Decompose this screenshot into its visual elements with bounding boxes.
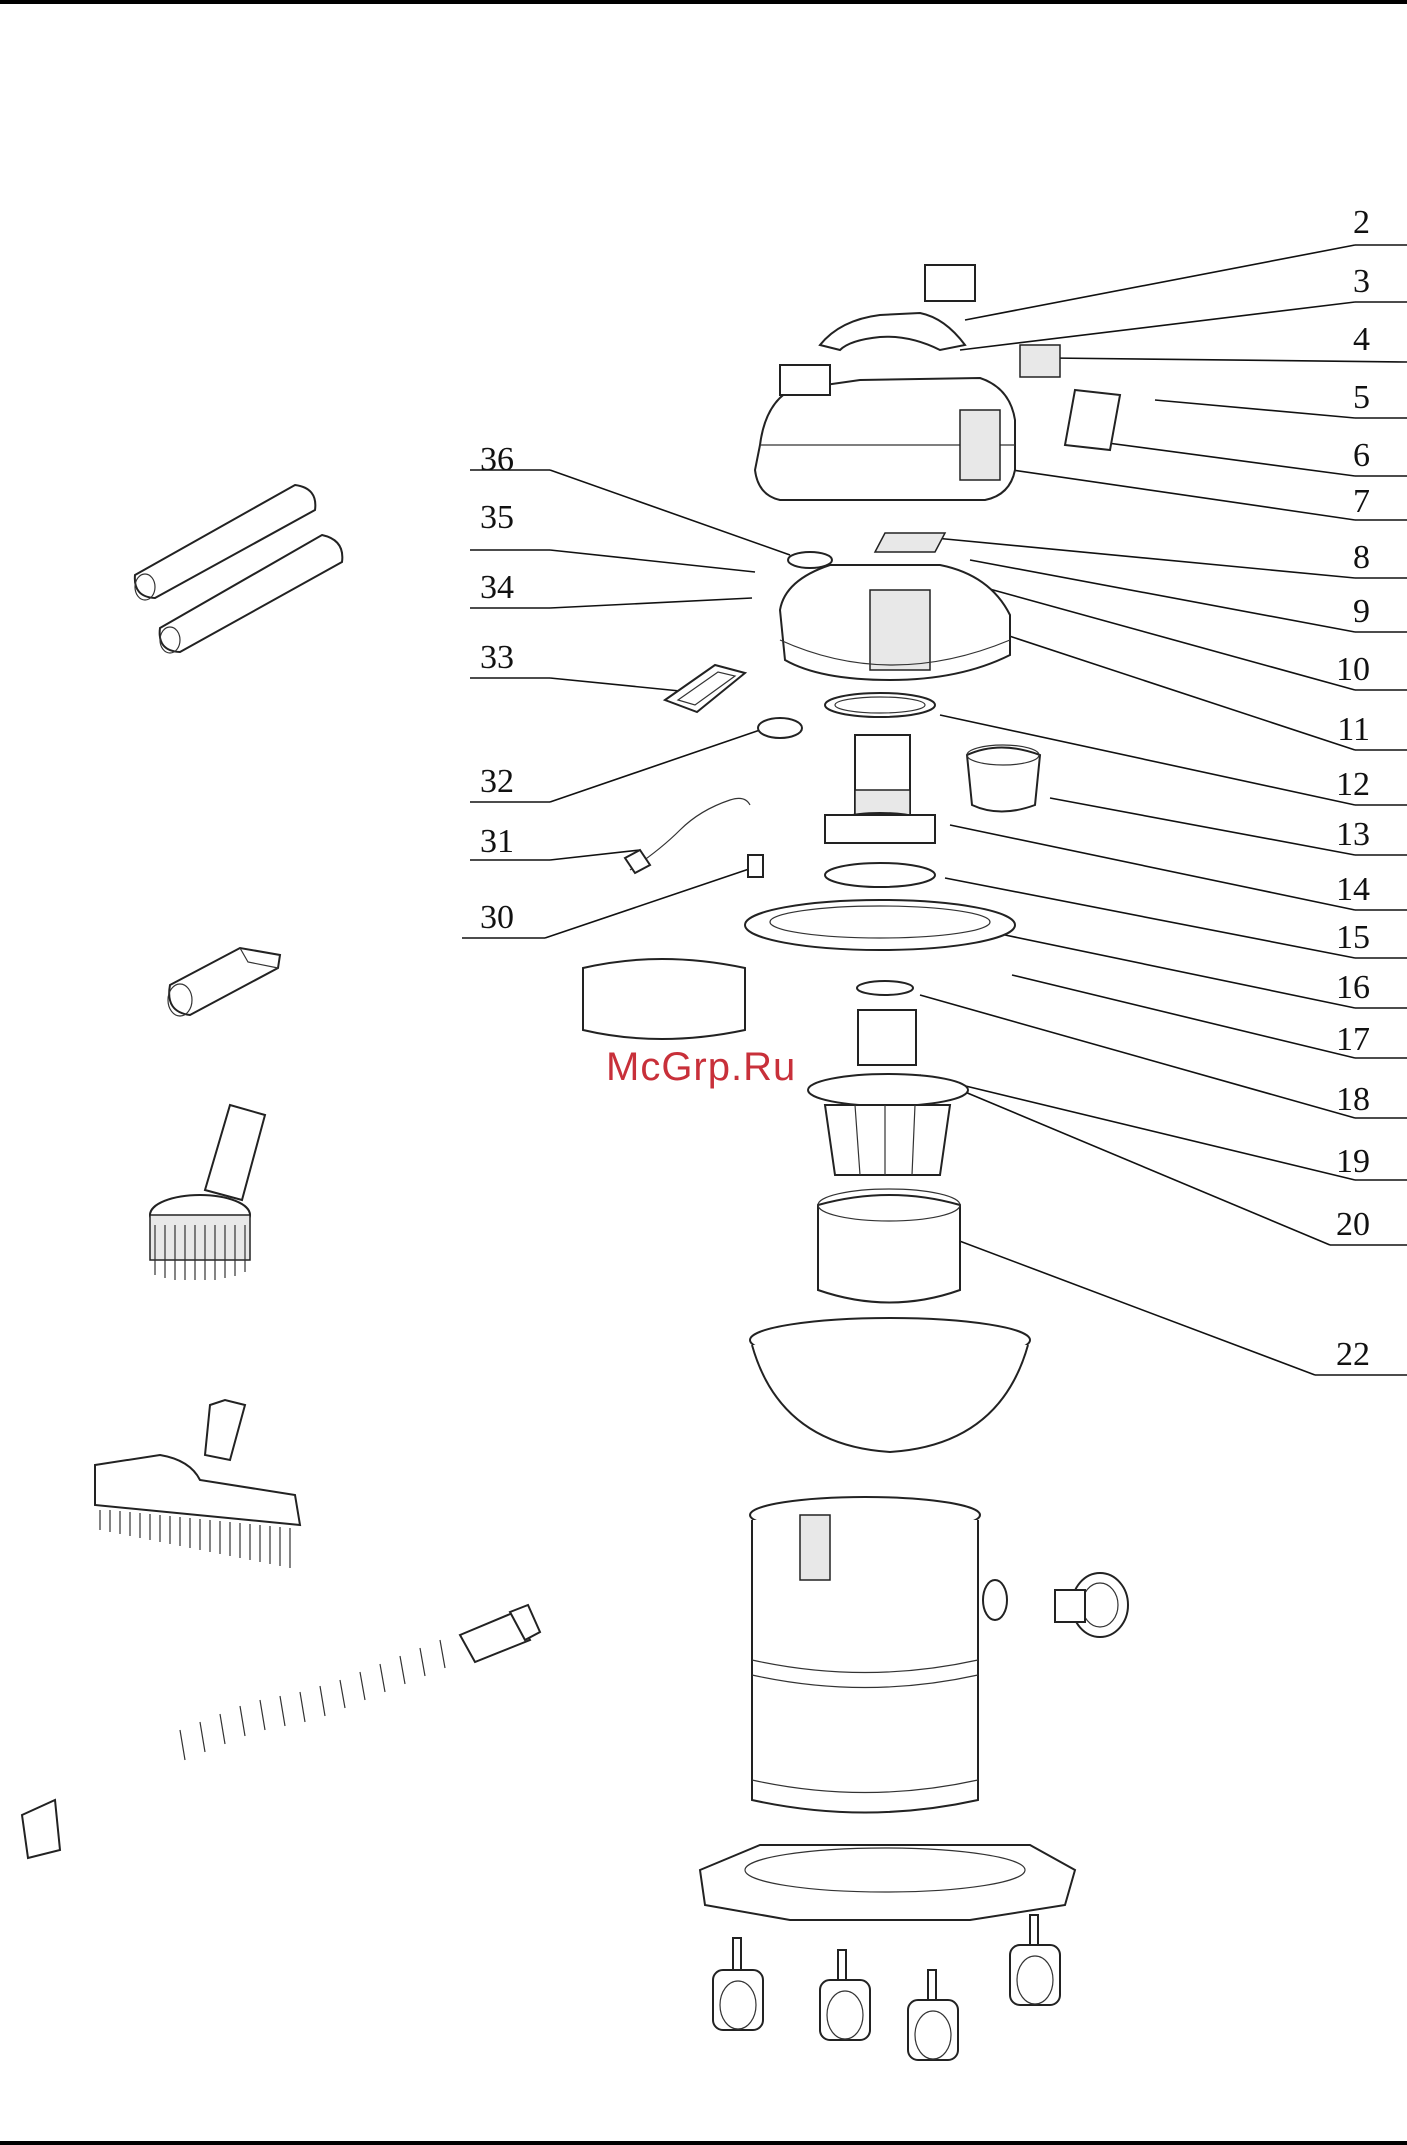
svg-text:3: 3 [1353,263,1370,300]
gasket-15-icon [825,863,935,887]
svg-text:14: 14 [1336,871,1370,908]
power-cord-icon [625,798,750,873]
clip-30-icon [748,855,763,877]
floor-brush-icon [95,1400,300,1568]
svg-text:19: 19 [1336,1143,1370,1180]
top-cover-icon [755,365,1015,500]
svg-text:32: 32 [480,763,514,800]
callout-label-35[interactable]: 35 [470,499,755,572]
svg-text:11: 11 [1337,711,1370,748]
svg-text:30: 30 [480,899,514,936]
callout-label-6[interactable]: 6 [1085,437,1407,476]
callout-label-30[interactable]: 30 [462,868,752,938]
svg-text:9: 9 [1353,593,1370,630]
svg-text:31: 31 [480,823,514,860]
svg-text:20: 20 [1336,1206,1370,1243]
svg-text:36: 36 [480,441,514,478]
filter-plate-8-icon [875,533,945,552]
caster-icon [820,1950,870,2040]
svg-text:16: 16 [1336,969,1370,1006]
callout-label-34[interactable]: 34 [470,569,752,608]
hose-icon [22,1605,540,1910]
cartridge-filter-icon [583,959,745,1039]
cup-13-icon [967,745,1040,812]
svg-text:17: 17 [1336,1021,1370,1058]
svg-text:10: 10 [1336,651,1370,688]
svg-text:6: 6 [1353,437,1370,474]
ring-18-icon [857,981,913,995]
svg-text:12: 12 [1336,766,1370,803]
filter-19-icon [858,1010,916,1065]
svg-text:13: 13 [1336,816,1370,853]
motor-icon [825,735,935,843]
callout-label-8[interactable]: 8 [935,538,1407,578]
motor-plate-16-icon [745,900,1015,950]
svg-text:33: 33 [480,639,514,676]
svg-text:4: 4 [1353,321,1370,358]
svg-text:18: 18 [1336,1081,1370,1118]
switch-housing-icon [1065,390,1120,450]
switch-icon [1020,345,1060,377]
filter-frame-33-icon [665,665,745,712]
callout-label-4[interactable]: 4 [1050,321,1407,362]
svg-text:35: 35 [480,499,514,536]
label-plate-icon [925,265,975,301]
callout-label-33[interactable]: 33 [470,639,690,692]
callout-label-13[interactable]: 13 [1050,798,1407,855]
caster-icon [908,1970,958,2060]
callout-label-18[interactable]: 18 [920,995,1407,1118]
inlet-nut-icon [1055,1573,1128,1637]
watermark: McGrp.Ru [606,1045,796,1090]
bowl-icon [750,1318,1030,1452]
svg-text:34: 34 [480,569,514,606]
callout-label-32[interactable]: 32 [470,730,760,802]
svg-text:7: 7 [1353,483,1370,520]
pad-32-icon [758,718,802,738]
svg-text:22: 22 [1336,1336,1370,1373]
caster-icon [713,1938,763,2030]
callout-label-31[interactable]: 31 [470,823,640,860]
svg-text:5: 5 [1353,379,1370,416]
base-icon [700,1845,1075,1920]
motor-housing-icon [780,565,1010,680]
tube-pair-icon [135,485,343,653]
svg-text:15: 15 [1336,919,1370,956]
handle-icon [820,313,965,350]
gasket-12-icon [825,693,935,717]
tank-icon [750,1497,1007,1813]
callout-label-3[interactable]: 3 [960,263,1407,350]
callout-label-19[interactable]: 19 [920,1075,1407,1180]
callout-label-2[interactable]: 2 [965,204,1407,320]
round-brush-icon [150,1105,265,1280]
svg-text:8: 8 [1353,539,1370,576]
callout-label-5[interactable]: 5 [1155,379,1407,418]
filter-bag-22-icon [818,1189,960,1303]
filter-cage-20-icon [808,1074,968,1175]
callout-label-36[interactable]: 36 [470,441,790,555]
caster-icon [1010,1915,1060,2005]
svg-text:2: 2 [1353,204,1370,241]
callout-label-9[interactable]: 9 [970,560,1407,632]
crevice-nozzle-icon [168,948,280,1016]
